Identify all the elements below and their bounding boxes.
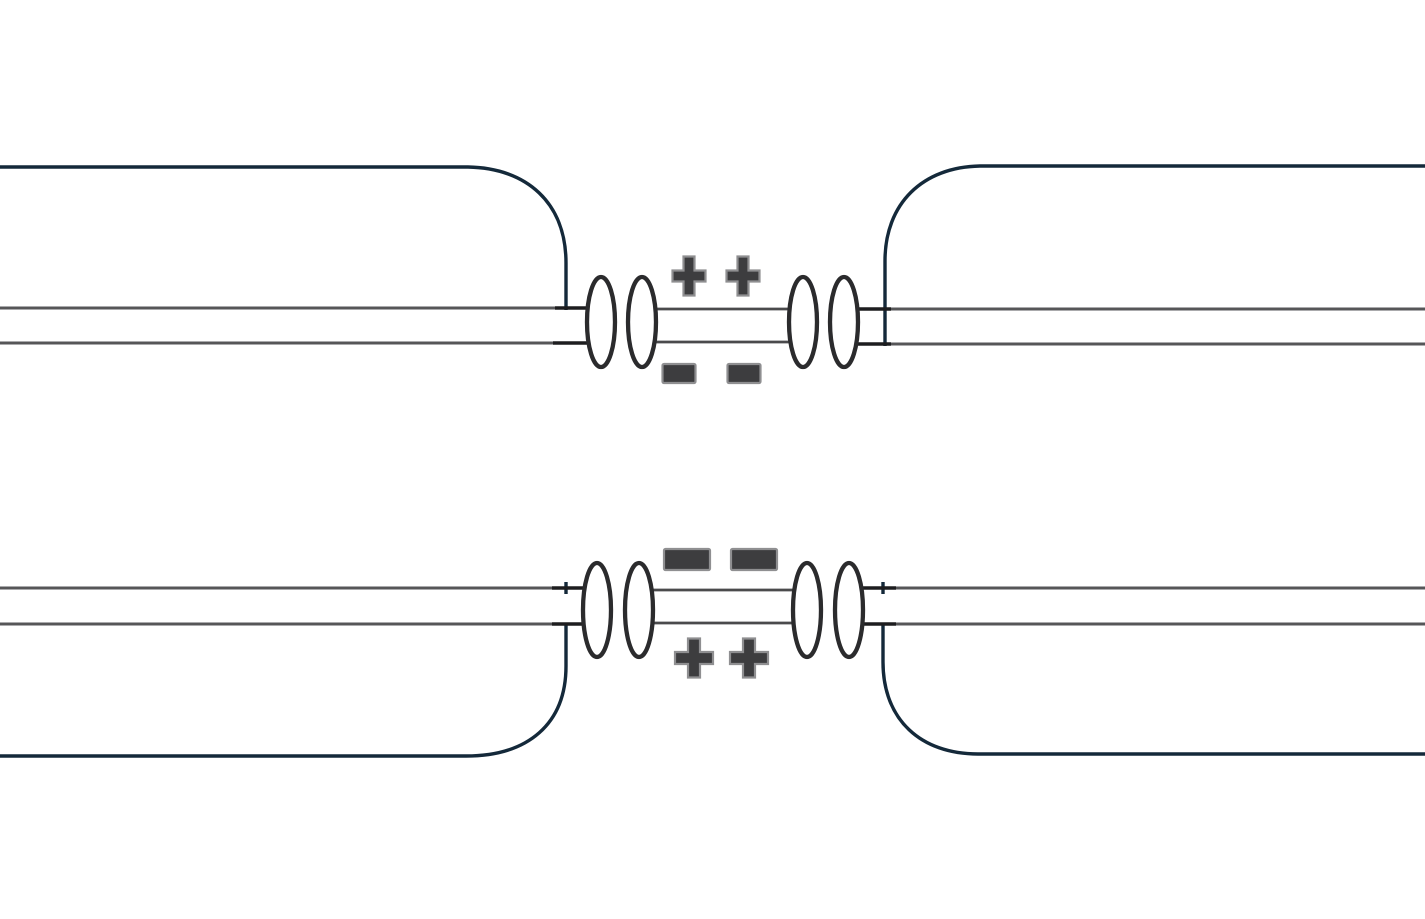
junction-ellipse xyxy=(832,560,866,660)
minus-symbol xyxy=(729,547,779,572)
junction-ellipse xyxy=(622,560,656,660)
junction-ellipse xyxy=(625,274,659,370)
cell-outline-top-left xyxy=(0,165,568,310)
minus-symbol xyxy=(661,362,697,385)
cell-outline-bottom-left xyxy=(0,624,568,758)
charge-symbols-above xyxy=(662,547,779,572)
minus-symbol xyxy=(726,362,762,385)
panel-top xyxy=(0,164,1425,385)
junction-ellipse xyxy=(584,274,618,370)
plus-symbol xyxy=(673,637,715,679)
charge-symbols-below xyxy=(673,637,770,679)
junction-ellipse xyxy=(790,560,824,660)
charge-symbols-below xyxy=(661,362,762,385)
cell-outline-top-right xyxy=(883,164,1425,346)
plus-symbol xyxy=(728,637,770,679)
panel-bottom xyxy=(0,547,1425,758)
junction-ellipse xyxy=(786,274,820,370)
plus-symbol xyxy=(671,255,707,297)
charge-symbols-above xyxy=(671,255,761,297)
cell-outline-bottom-right xyxy=(881,624,1425,756)
minus-symbol xyxy=(662,547,712,572)
junction-ellipse xyxy=(580,560,614,660)
plus-symbol xyxy=(725,255,761,297)
junction-ellipse xyxy=(827,274,861,370)
